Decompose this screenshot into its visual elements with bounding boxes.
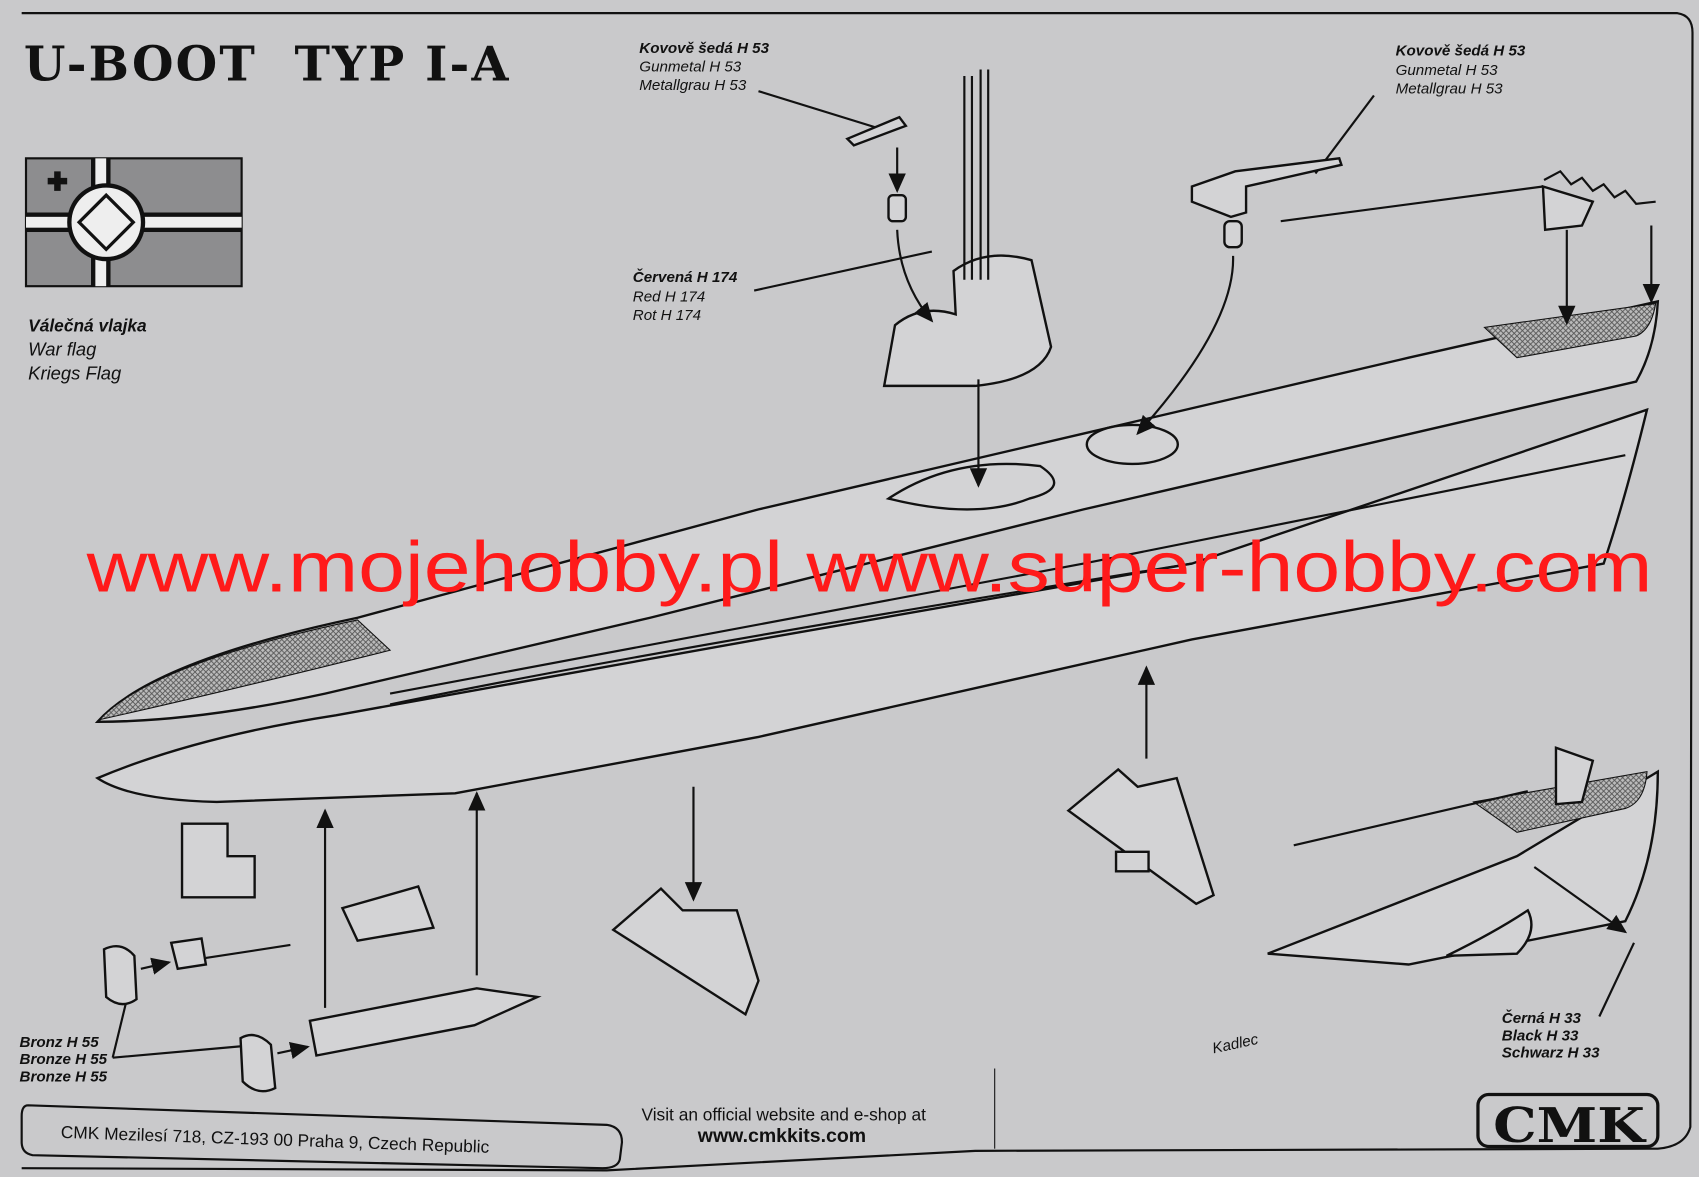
submarine-assembly-drawing (94, 69, 1660, 1093)
callout-cleat: Černá H 33 Black H 33 Schwarz H 33 (1502, 1009, 1600, 1062)
cmk-logo: CMK (1476, 1092, 1660, 1154)
callout-propellers: Bronz H 55 Bronze H 55 Bronze H 55 (20, 1034, 108, 1086)
svg-text:Černá H 33: Černá H 33 (1502, 1009, 1582, 1027)
svg-text:Metallgrau H 53: Metallgrau H 53 (639, 77, 747, 94)
sheet-border (21, 12, 1694, 1172)
address-box (20, 1104, 624, 1170)
svg-text:CMK: CMK (1493, 1098, 1647, 1154)
svg-text:Metallgrau H 53: Metallgrau H 53 (1396, 80, 1504, 97)
callout-tower: Červená H 174 Red H 174 Rot H 174 (633, 268, 738, 324)
flag-label-cz: Válečná vlajka (28, 316, 147, 336)
designer-signature: Kadlec (1211, 1031, 1260, 1057)
footer-website-link[interactable]: www.cmkkits.com (697, 1125, 866, 1147)
footer-visit-text: Visit an official website and e-shop at (641, 1105, 926, 1125)
svg-text:Gunmetal H 53: Gunmetal H 53 (1396, 62, 1499, 79)
callout-gun-small: Kovově šedá H 53 Gunmetal H 53 Metallgra… (639, 40, 769, 94)
watermark-text: www.mojehobby.pl www.super-hobby.com (86, 528, 1653, 608)
svg-text:Gunmetal H 53: Gunmetal H 53 (639, 59, 742, 76)
svg-text:Red H 174: Red H 174 (633, 288, 705, 305)
svg-text:Kovově šedá H 53: Kovově šedá H 53 (639, 40, 769, 57)
svg-text:Rot H 174: Rot H 174 (633, 307, 701, 324)
footer-address: CMK Mezilesí 718, CZ-193 00 Praha 9, Cze… (61, 1122, 490, 1157)
svg-text:Schwarz H 33: Schwarz H 33 (1502, 1045, 1600, 1062)
svg-text:Kovově šedá H 53: Kovově šedá H 53 (1396, 42, 1526, 59)
callout-gun-deck: Kovově šedá H 53 Gunmetal H 53 Metallgra… (1396, 42, 1526, 97)
flag-label-de: Kriegs Flag (28, 362, 122, 383)
page-title: U-BOOT TYP I-A (24, 36, 511, 92)
svg-text:Bronze H 55: Bronze H 55 (20, 1069, 108, 1086)
svg-text:Black H 33: Black H 33 (1502, 1027, 1579, 1044)
war-flag-image (24, 157, 243, 288)
svg-text:Bronz H 55: Bronz H 55 (20, 1034, 100, 1051)
svg-text:Červená H 174: Červená H 174 (633, 268, 738, 286)
svg-text:Bronze H 55: Bronze H 55 (20, 1051, 108, 1068)
flag-label-en: War flag (28, 339, 97, 360)
